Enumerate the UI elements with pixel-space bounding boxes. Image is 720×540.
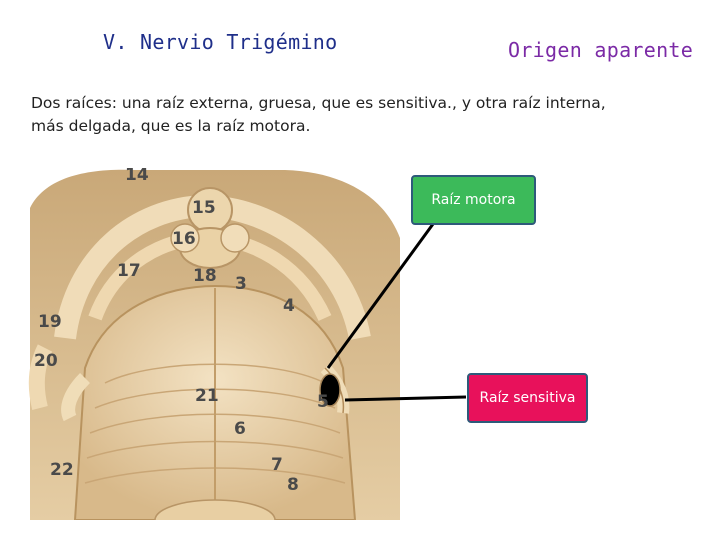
anatomy-label: 7	[271, 455, 283, 475]
anatomy-label: 4	[283, 296, 295, 316]
anatomy-label: 8	[287, 475, 299, 495]
anatomy-label: 18	[193, 266, 217, 286]
brainstem-anatomy-image: 14 15 16 17 18 3 4 19 20 21 5 6 7 8 22	[25, 168, 405, 520]
anatomy-label: 19	[38, 312, 62, 332]
anatomy-label: 16	[172, 229, 196, 249]
anatomy-label: 15	[192, 198, 216, 218]
slide-subtitle: Origen aparente	[508, 38, 694, 62]
anatomy-label: 5	[317, 392, 329, 412]
anatomy-label: 20	[34, 351, 58, 371]
anatomy-label: 22	[50, 460, 74, 480]
motor-root-callout: Raíz motora	[411, 175, 536, 225]
description-line-1: Dos raíces: una raíz externa, gruesa, qu…	[31, 94, 606, 112]
sensory-root-callout: Raíz sensitiva	[467, 373, 588, 423]
slide-title: V. Nervio Trigémino	[103, 30, 338, 54]
description-line-2: más delgada, que es la raíz motora.	[31, 117, 311, 135]
anatomy-label: 3	[235, 274, 247, 294]
anatomy-label: 6	[234, 419, 246, 439]
description-text: Dos raíces: una raíz externa, gruesa, qu…	[31, 92, 651, 138]
anatomy-label: 21	[195, 386, 219, 406]
anatomy-label: 14	[125, 168, 149, 185]
anatomy-label: 17	[117, 261, 141, 281]
